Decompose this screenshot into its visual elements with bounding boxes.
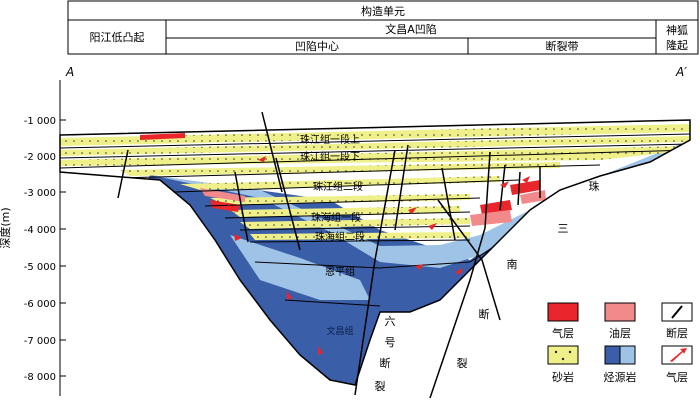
gas-arrow (522, 176, 530, 183)
fault-line (441, 167, 456, 241)
formation-label-zh2: 珠海组二段 (315, 230, 365, 243)
fault-label-zhusan: 珠 (589, 179, 600, 193)
basin-outline (59, 119, 691, 386)
axis-tick: -7 000 (24, 336, 56, 347)
oil-layer-patch (470, 210, 512, 226)
gas-arrow (287, 291, 292, 300)
legend-label-migration: 气层 (666, 370, 688, 384)
fault-line (517, 171, 521, 206)
header-left-unit: 阳江低凸起 (90, 31, 145, 44)
migration-arrows (228, 156, 530, 355)
fault-line (275, 157, 301, 251)
fault-label-zhusan: 断 (479, 307, 490, 321)
axis-tick: -5 000 (24, 262, 56, 273)
axis-tick: -4 000 (24, 225, 56, 236)
fault-label-zhusan: 南 (507, 258, 518, 271)
axis-tick: -3 000 (24, 188, 56, 199)
fault-label-zhusan: 三 (558, 222, 569, 235)
source-rock-light-deep (230, 235, 370, 300)
axis-tick: -8 000 (24, 372, 56, 383)
axis-tick: -1 000 (24, 116, 56, 127)
fault-line (261, 111, 283, 193)
gas-arrow (500, 181, 509, 188)
formation-label-zj1-lower: 珠江组一段下 (300, 150, 360, 163)
legend-label-fault: 断层 (666, 326, 688, 340)
fault-label-zhusan: 裂 (457, 357, 468, 370)
axis-label: 深度(m) (0, 207, 12, 248)
header-title: 构造单元 (361, 4, 405, 18)
gas-arrow (415, 264, 424, 270)
fault-line (234, 171, 249, 243)
legend-label-sand: 砂岩 (552, 370, 574, 384)
fault-label-liuhao: 六 (385, 315, 396, 328)
section-start-label: A (65, 65, 74, 79)
legend-label-gas: 气层 (552, 326, 574, 340)
header-middle-unit: 文昌A凹陷 (385, 22, 437, 36)
axis-tick: -6 000 (24, 299, 56, 310)
fault-line (499, 164, 506, 211)
gas-arrow (428, 223, 437, 230)
legend-label-source: 烃源岩 (604, 370, 637, 384)
gas-arrow (318, 346, 323, 355)
fault-line (117, 149, 129, 199)
axis-tick: -2 000 (24, 152, 56, 163)
gas-arrow-icon (670, 348, 687, 362)
gas-arrow (258, 156, 266, 162)
section-end-label: A′ (675, 65, 687, 79)
legend (547, 302, 693, 365)
legend-swatch-arrow (661, 345, 693, 365)
formation-label-ep: 恩平组 (325, 265, 355, 278)
gas-arrow (408, 207, 417, 214)
oil-layer-patch (200, 188, 245, 202)
header-right-unit-line1: 神狐 (666, 23, 688, 37)
header-right-unit-line2: 隆起 (666, 38, 688, 52)
formation-label-wc: 文昌组 (326, 325, 353, 337)
legend-swatch-source-light (619, 345, 636, 365)
formation-label-zj2: 珠江组二段 (313, 180, 363, 193)
fault-line-liuhao (354, 149, 396, 396)
header-sub-right: 断裂带 (546, 39, 579, 53)
header-table (67, 0, 699, 55)
fault-line (394, 144, 409, 231)
fault-label-liuhao: 断 (380, 356, 391, 370)
legend-swatch-oil (604, 302, 636, 322)
faults (117, 111, 541, 399)
gas-arrow (455, 268, 463, 275)
fault-label-liuhao: 裂 (375, 380, 386, 393)
gas-arrow (228, 205, 237, 212)
formation-label-zh1: 珠海组一段 (311, 211, 361, 224)
header-sub-left: 凹陷中心 (295, 39, 339, 53)
formation-label-zj1-upper: 珠江组一段上 (300, 133, 360, 146)
depth-axis (59, 80, 66, 396)
fault-icon (671, 305, 683, 319)
fault-label-liuhao: 号 (385, 336, 396, 349)
legend-swatch-sand (547, 345, 579, 365)
legend-label-oil: 油层 (609, 326, 631, 340)
gas-arrow (234, 234, 242, 241)
gas-layer-patch (510, 180, 540, 195)
legend-swatch-source-dark (604, 345, 621, 365)
fault-line-deep (437, 199, 501, 321)
gas-layer-patch (140, 133, 185, 140)
legend-swatch-gas (547, 302, 579, 322)
